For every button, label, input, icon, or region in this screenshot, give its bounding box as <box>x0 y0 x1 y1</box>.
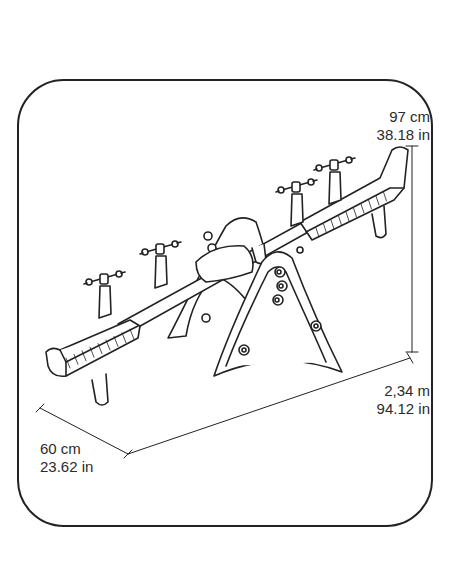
dimension-lines <box>36 146 418 458</box>
width-dimension: 23.62 in <box>40 458 93 475</box>
seesaw-beam <box>46 147 408 405</box>
height-dimension: 97 cm <box>389 108 430 125</box>
length-dimension: 94.12 in <box>377 400 430 417</box>
frame-border <box>18 80 432 526</box>
width-dimension: 60 cm <box>40 440 81 457</box>
handles <box>84 157 355 318</box>
length-dimension: 2,34 m <box>384 382 430 399</box>
front-stand <box>202 247 342 376</box>
height-dimension: 38.18 in <box>377 126 430 143</box>
